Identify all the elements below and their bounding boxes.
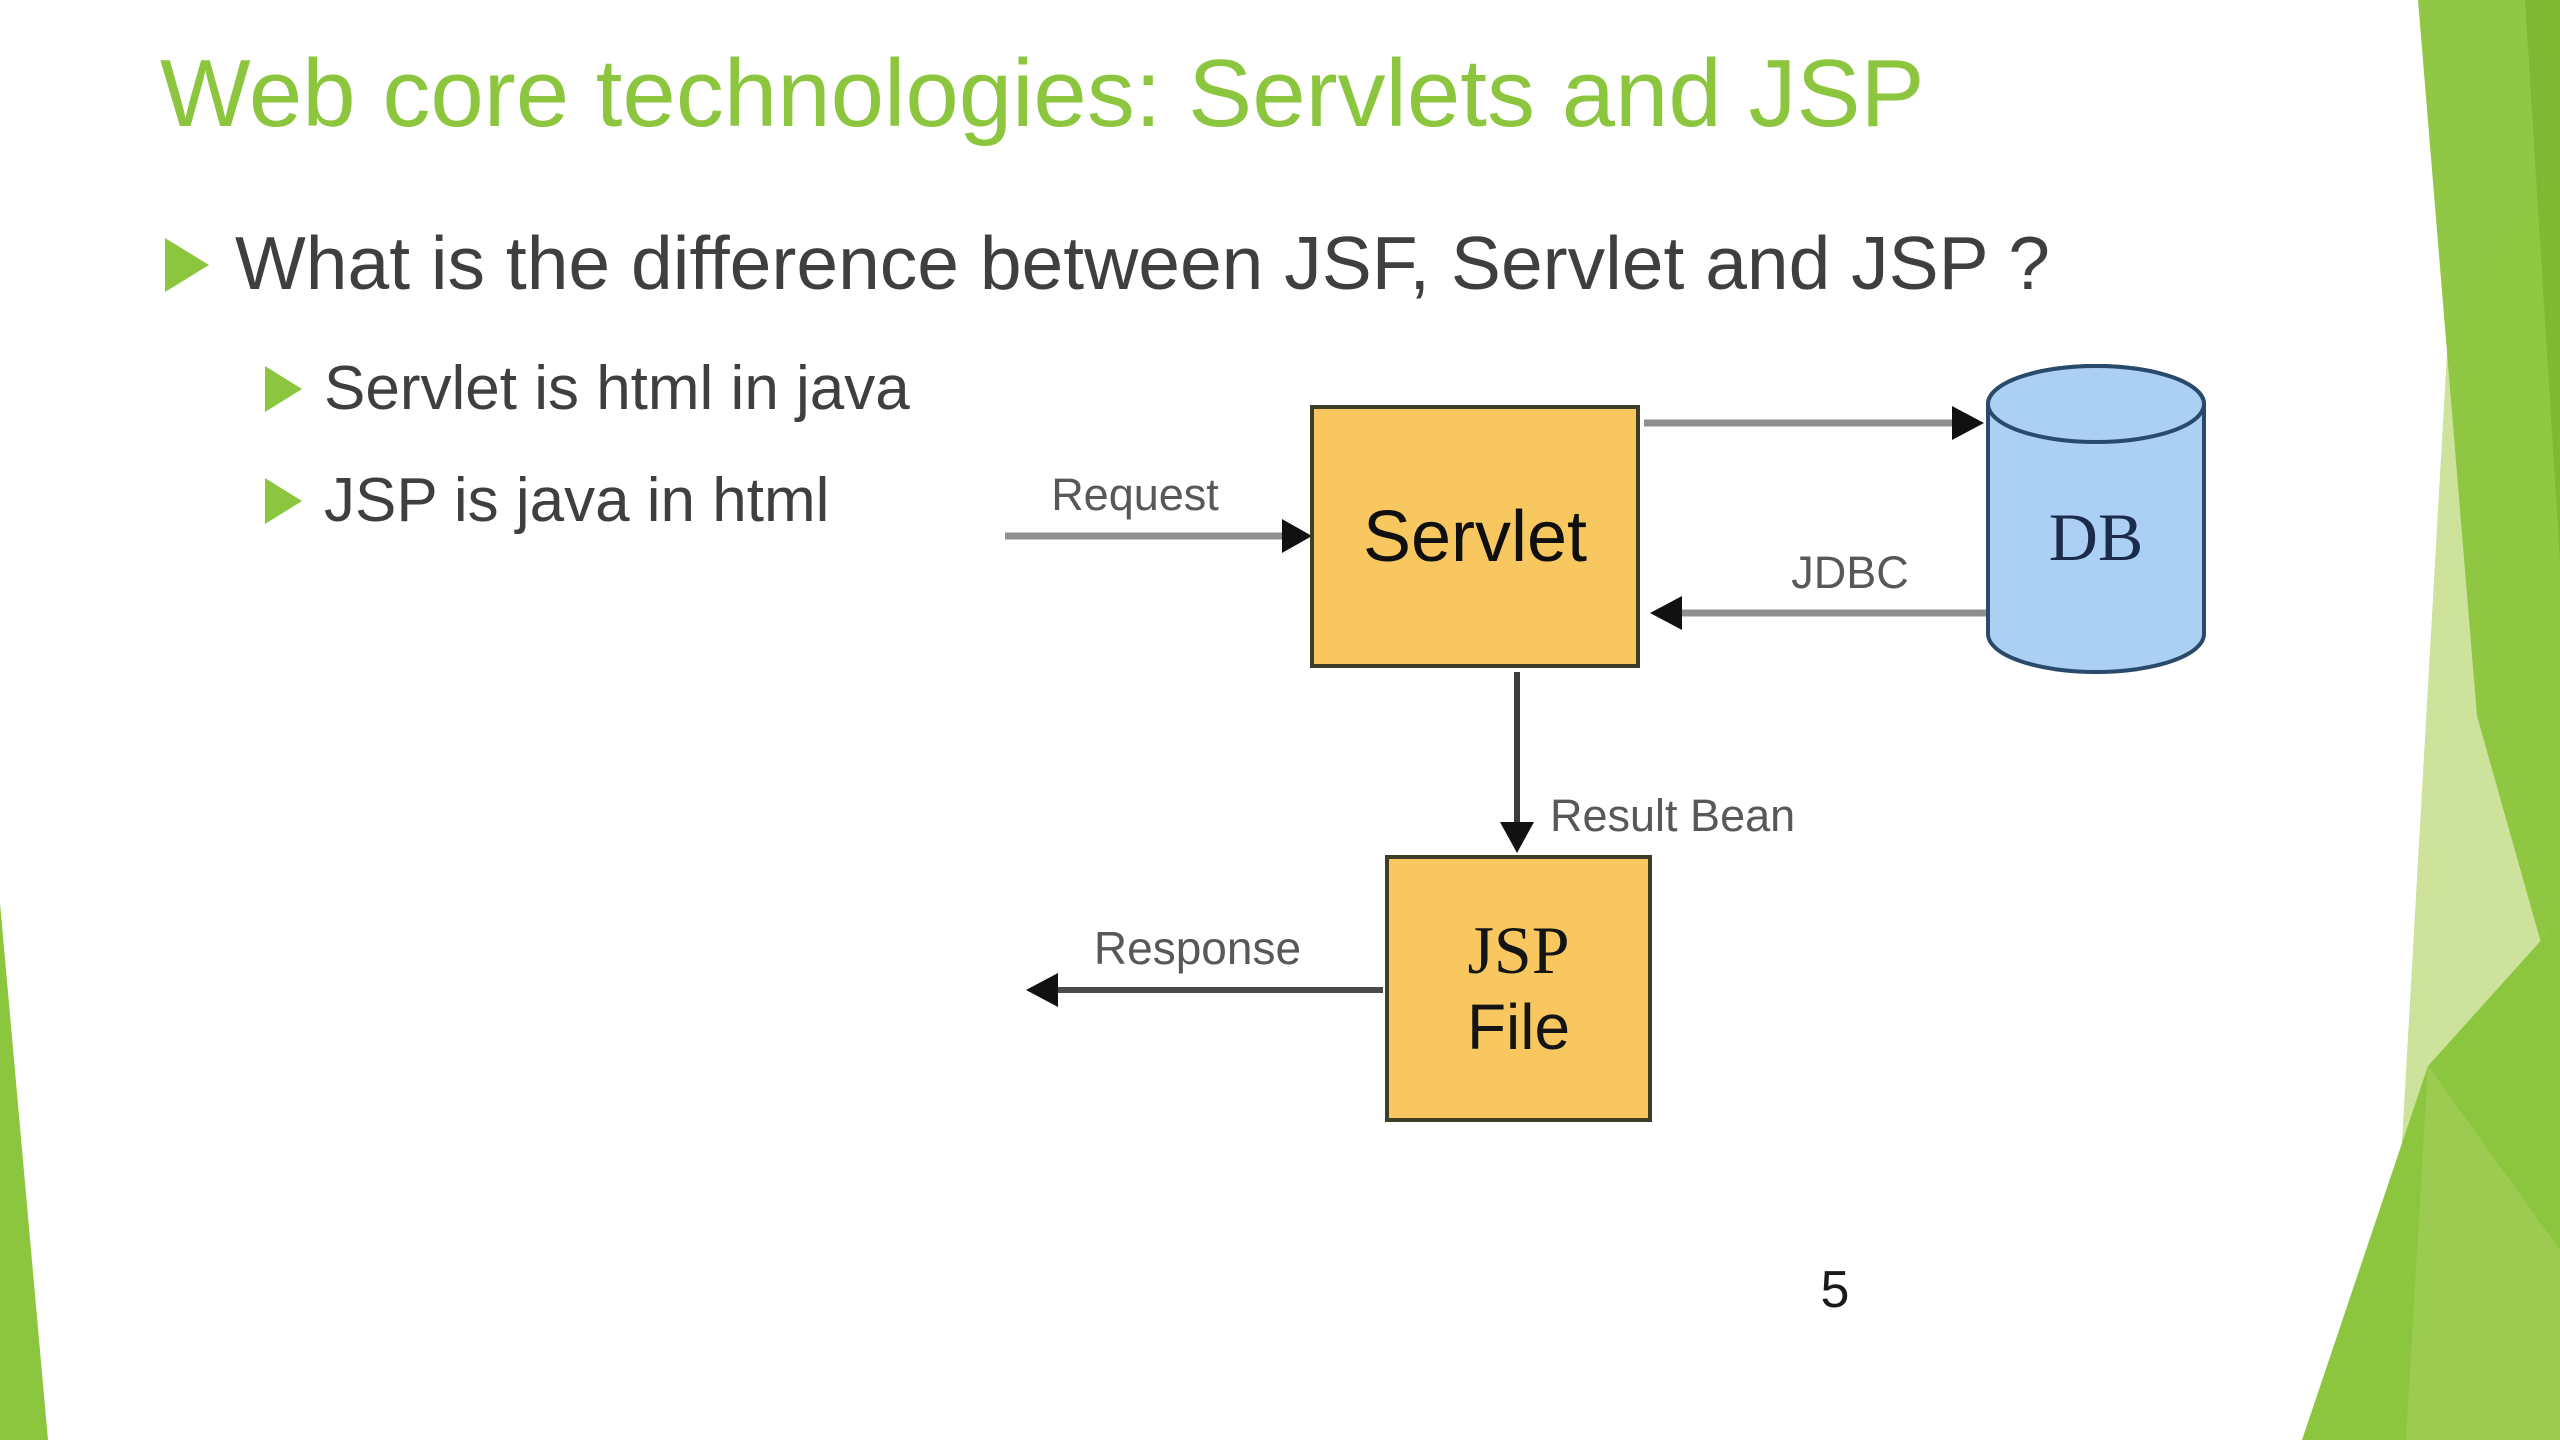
db-cylinder-icon xyxy=(1986,364,2206,674)
bullet-triangle-icon xyxy=(265,366,302,412)
db-node-label: DB xyxy=(2048,499,2144,575)
servlet-node: Servlet xyxy=(1310,405,1640,668)
slide-title: Web core technologies: Servlets and JSP xyxy=(160,40,1925,147)
bullet-sub-1-text: Servlet is html in java xyxy=(324,354,910,423)
request-arrow xyxy=(1005,519,1312,553)
jsp-file-node: JSP File xyxy=(1385,855,1652,1122)
bullet-main: What is the difference between JSF, Serv… xyxy=(165,226,2050,301)
bullet-sub-2-text: JSP is java in html xyxy=(324,466,830,535)
bullet-triangle-icon xyxy=(265,478,302,524)
result-bean-label: Result Bean xyxy=(1550,790,1796,841)
request-label: Request xyxy=(1051,469,1219,520)
servlet-node-label: Servlet xyxy=(1362,496,1588,577)
right-green-facets-shape xyxy=(2302,0,2560,1440)
result-bean-arrow xyxy=(1500,672,1534,853)
left-green-wedge-shape xyxy=(0,903,48,1440)
bullet-sub-1: Servlet is html in java xyxy=(265,358,910,420)
servlet-to-db-arrow xyxy=(1644,406,1984,440)
jsp-node-label-line1: JSP xyxy=(1467,912,1570,988)
page-number: 5 xyxy=(1820,1261,1850,1319)
bullet-main-text: What is the difference between JSF, Serv… xyxy=(235,221,2050,305)
bullet-triangle-icon xyxy=(165,238,209,292)
jdbc-label: JDBC xyxy=(1791,547,1909,598)
bullet-sub-2: JSP is java in html xyxy=(265,470,829,532)
response-arrow xyxy=(1026,973,1383,1007)
response-label: Response xyxy=(1093,922,1302,974)
jsp-node-label-line2: File xyxy=(1466,991,1571,1064)
jdbc-arrow xyxy=(1650,596,1986,630)
